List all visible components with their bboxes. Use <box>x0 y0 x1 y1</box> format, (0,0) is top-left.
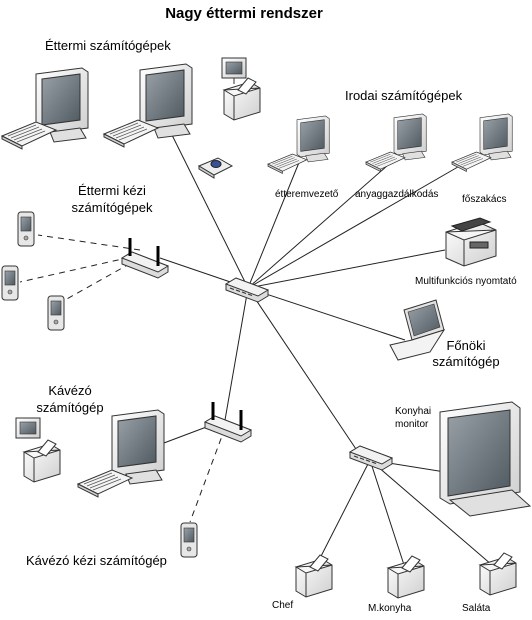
handheld-pda-icon <box>1 265 19 301</box>
pole-display-icon <box>15 417 41 439</box>
network-switch-icon <box>349 445 393 471</box>
diagram-title: Nagy éttermi rendszer <box>165 5 323 22</box>
receipt-printer-icon <box>223 77 261 121</box>
label-inventory: anyaggazdálkodás <box>355 189 438 200</box>
link-kitchen-switch <box>247 287 361 456</box>
wireless-link-2 <box>19 254 141 283</box>
handheld-pda-icon <box>180 522 198 558</box>
network-switch-icon <box>225 277 269 303</box>
label-chef: Chef <box>272 600 293 611</box>
label-head-chef: főszakács <box>462 194 506 205</box>
label-boss-2: számítógép <box>432 354 499 369</box>
handheld-pda-icon <box>47 295 65 331</box>
link-restaurant-pc <box>171 134 249 289</box>
label-cafe-1: Kávézó <box>48 383 91 398</box>
link-salad-printer <box>369 459 493 566</box>
wireless-access-point-icon <box>203 400 253 444</box>
large-monitor-icon <box>439 401 532 517</box>
link-head-chef <box>247 159 471 289</box>
label-m-kitchen: M.konyha <box>368 603 412 614</box>
label-mfp: Multifunkciós nyomtató <box>415 276 517 287</box>
card-reader-icon <box>197 157 234 179</box>
link-cafe-ap <box>224 287 249 421</box>
handheld-pda-icon <box>17 211 35 247</box>
label-boss-1: Főnöki <box>446 338 485 353</box>
multifunction-printer-icon <box>445 217 497 267</box>
pole-display-icon <box>221 57 247 84</box>
crt-monitor-icon <box>393 113 427 161</box>
link-restaurant-manager <box>247 159 301 289</box>
label-kitchen-monitor-2: monitor <box>395 419 429 430</box>
label-restaurant-handheld-1: Éttermi kézi <box>78 183 146 198</box>
label-cafe-2: számítógép <box>36 400 103 415</box>
wireless-link-cafe <box>189 427 226 523</box>
label-restaurant-handheld-2: számítógépek <box>72 200 153 215</box>
receipt-printer-icon <box>23 439 61 483</box>
link-chef-printer <box>314 459 371 569</box>
crt-monitor-icon <box>296 115 330 163</box>
label-restaurant-computers: Éttermi számítógépek <box>45 38 171 53</box>
crt-monitor-icon <box>479 113 513 161</box>
label-restaurant-manager: étteremvezető <box>275 189 339 200</box>
link-mfp <box>247 249 446 289</box>
wireless-link-1 <box>37 234 141 251</box>
label-kitchen-monitor-1: Konyhai <box>395 406 431 417</box>
receipt-printer-icon <box>295 554 333 598</box>
receipt-printer-icon <box>387 555 425 599</box>
label-cafe-handheld: Kávézó kézi számítógép <box>26 553 167 568</box>
link-boss-pc <box>247 287 406 341</box>
laptop-icon <box>389 299 446 361</box>
link-inventory <box>247 164 389 289</box>
label-office-computers: Irodai számítógépek <box>345 88 463 103</box>
label-salad: Saláta <box>462 603 491 614</box>
link-mkitchen-printer <box>369 459 406 569</box>
